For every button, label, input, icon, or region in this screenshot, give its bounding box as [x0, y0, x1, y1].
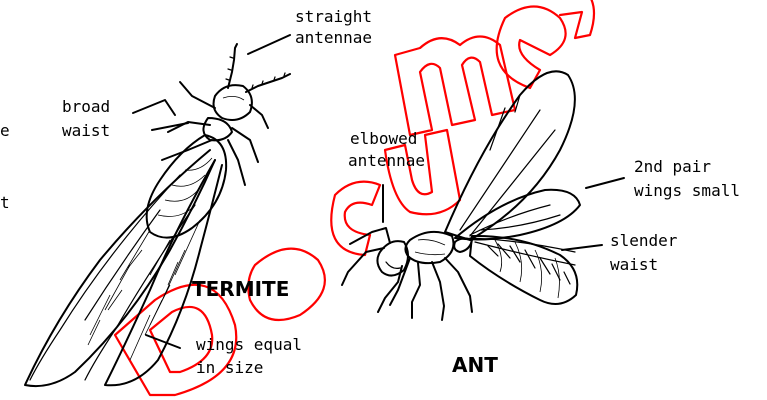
- label-second-pair-line1: 2nd pair: [634, 157, 711, 176]
- label-slender-line1: slender: [610, 231, 678, 250]
- title-ant: ANT: [452, 353, 498, 377]
- label-elbowed-line1: elbowed: [350, 129, 417, 148]
- pointer-straight-antennae: [248, 35, 290, 54]
- label-straight-line2: antennae: [295, 28, 372, 47]
- label-second-pair-line2: wings small: [634, 181, 740, 200]
- label-slender-line2: waist: [610, 255, 658, 274]
- label-wings-equal-line1: wings equal: [196, 335, 302, 354]
- ant-illustration: [342, 71, 580, 320]
- label-broad-line1: broad: [62, 97, 110, 116]
- pointer-wings-equal: [146, 335, 180, 348]
- label-edge-fragment-1: e: [0, 121, 10, 140]
- pointer-second-pair-wings: [586, 178, 624, 188]
- title-termite: TERMITE: [192, 277, 289, 301]
- pointer-broad-waist: [133, 100, 175, 115]
- label-edge-fragment-2: t: [0, 193, 10, 212]
- pointer-slender-waist: [562, 245, 602, 250]
- label-elbowed-line2: antennae: [348, 151, 425, 170]
- annotation-labels: straight antennae broad waist elbowed an…: [0, 7, 740, 377]
- label-wings-equal-line2: in size: [196, 358, 263, 377]
- label-straight-line1: straight: [295, 7, 372, 26]
- label-broad-line2: waist: [62, 121, 110, 140]
- pointer-broad-waist-lower: [152, 123, 188, 130]
